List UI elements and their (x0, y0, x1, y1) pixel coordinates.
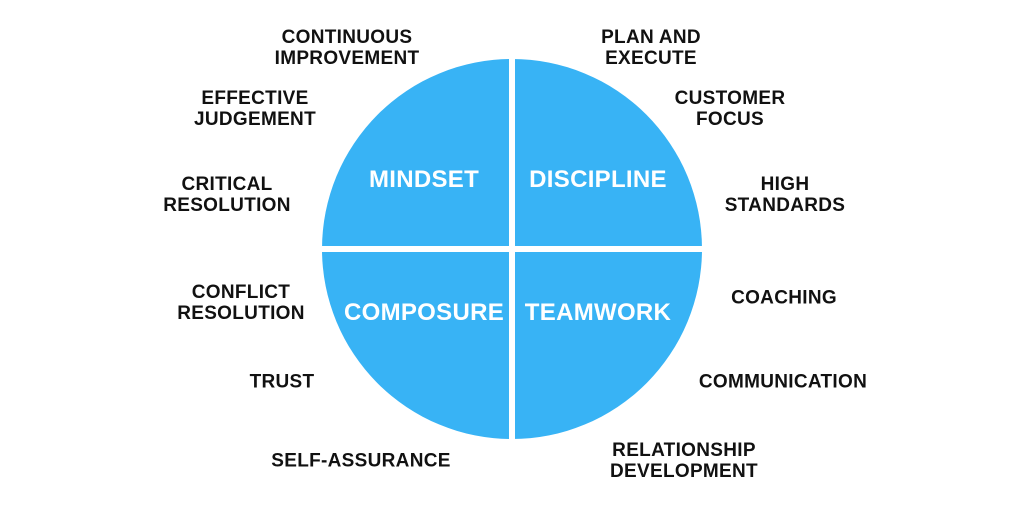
skill-customer-focus: CUSTOMER FOCUS (674, 88, 786, 130)
quadrant-label-composure: COMPOSURE (343, 299, 505, 326)
skill-self-assurance: SELF-ASSURANCE (271, 450, 451, 472)
skill-relationship-development: RELATIONSHIP DEVELOPMENT (610, 440, 758, 482)
skill-communication: COMMUNICATION (698, 371, 868, 393)
skill-conflict-resolution: CONFLICT RESOLUTION (177, 282, 305, 324)
skill-high-standards: HIGH STANDARDS (724, 174, 846, 216)
skill-critical-resolution: CRITICAL RESOLUTION (163, 174, 291, 216)
quadrant-label-teamwork: TEAMWORK (524, 299, 672, 326)
skill-effective-judgement: EFFECTIVE JUDGEMENT (194, 88, 316, 130)
skill-plan-and-execute: PLAN AND EXECUTE (601, 27, 701, 69)
quadrant-label-mindset: MINDSET (368, 166, 480, 193)
skill-coaching: COACHING (731, 287, 837, 309)
skill-trust: TRUST (249, 371, 315, 393)
quadrant-label-discipline: DISCIPLINE (529, 166, 667, 193)
skill-continuous-improvement: CONTINUOUS IMPROVEMENT (274, 27, 420, 69)
